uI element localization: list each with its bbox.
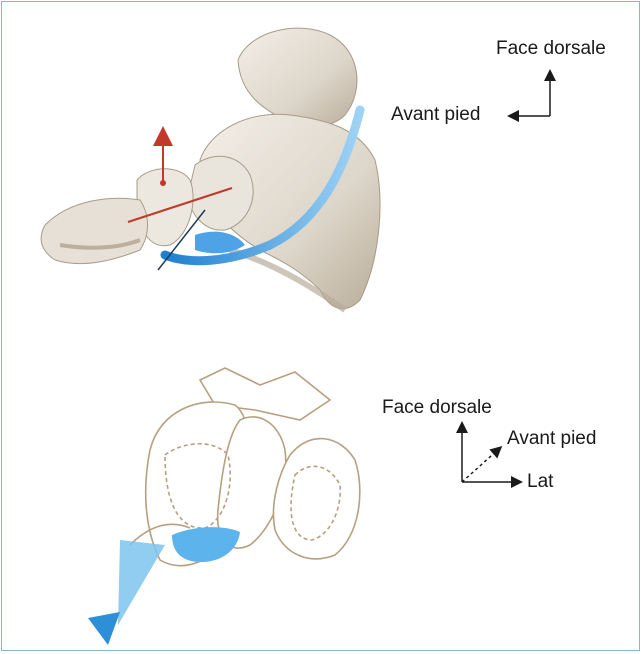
bottom-tendon-arrow — [88, 612, 120, 645]
metatarsal-bones — [41, 198, 147, 263]
top-bone-illustration — [41, 28, 380, 310]
talus-bone — [238, 28, 357, 127]
bottom-tendon-insertion — [172, 527, 240, 562]
bottom-label-face-dorsale: Face dorsale — [382, 397, 492, 419]
top-label-avant-pied: Avant pied — [391, 104, 480, 126]
top-label-face-dorsale: Face dorsale — [496, 38, 606, 60]
bottom-outline-illustration — [130, 368, 360, 566]
bottom-label-lat: Lat — [527, 471, 553, 493]
motion-origin-dot — [160, 180, 166, 186]
bottom-diagonal-arrow — [462, 448, 500, 482]
bottom-tendon-fan — [118, 540, 165, 625]
outline-right-bone — [273, 439, 359, 559]
bottom-label-avant-pied: Avant pied — [507, 428, 596, 450]
